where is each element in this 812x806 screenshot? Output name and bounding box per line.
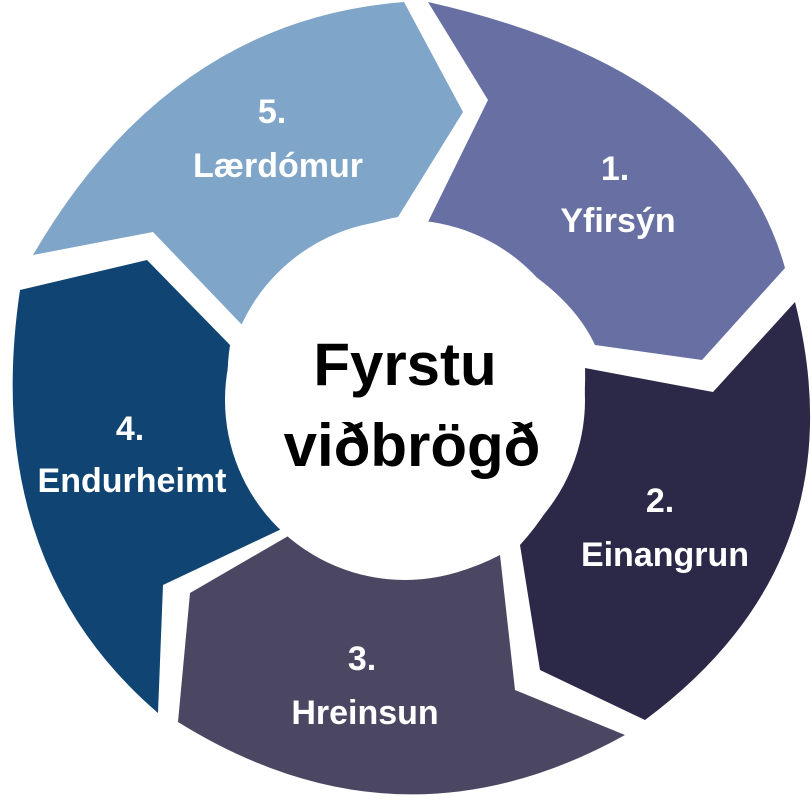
step-number-4: 4. [116, 410, 144, 448]
center-title-line-1: Fyrstu [313, 331, 496, 398]
cycle-segment-5 [33, 2, 463, 328]
cycle-segment-4 [12, 260, 290, 713]
step-label-5: Lærdómur [193, 147, 363, 185]
center-title-line-2: viðbrögð [284, 412, 541, 479]
cycle-step-1: 1. Yfirsýn [428, 2, 785, 360]
step-label-2: Einangrun [581, 536, 749, 574]
step-label-4: Endurheimt [38, 462, 227, 500]
step-label-3: Hreinsun [291, 694, 438, 732]
step-number-1: 1. [601, 150, 629, 188]
center-circle [225, 220, 585, 580]
cycle-step-2: 2. Einangrun [520, 302, 811, 720]
cycle-segment-1 [428, 2, 785, 360]
step-number-3: 3. [348, 640, 376, 678]
cycle-step-4: 4. Endurheimt [12, 260, 290, 713]
cycle-segment-2 [520, 302, 811, 720]
cycle-step-5: 5. Lærdómur [33, 2, 463, 328]
cycle-step-3: 3. Hreinsun [178, 535, 625, 795]
center-hub: Fyrstu viðbrögð [225, 220, 585, 580]
cycle-segment-3 [178, 535, 625, 795]
step-number-5: 5. [258, 93, 286, 131]
step-label-1: Yfirsýn [560, 202, 675, 240]
step-number-2: 2. [646, 482, 674, 520]
